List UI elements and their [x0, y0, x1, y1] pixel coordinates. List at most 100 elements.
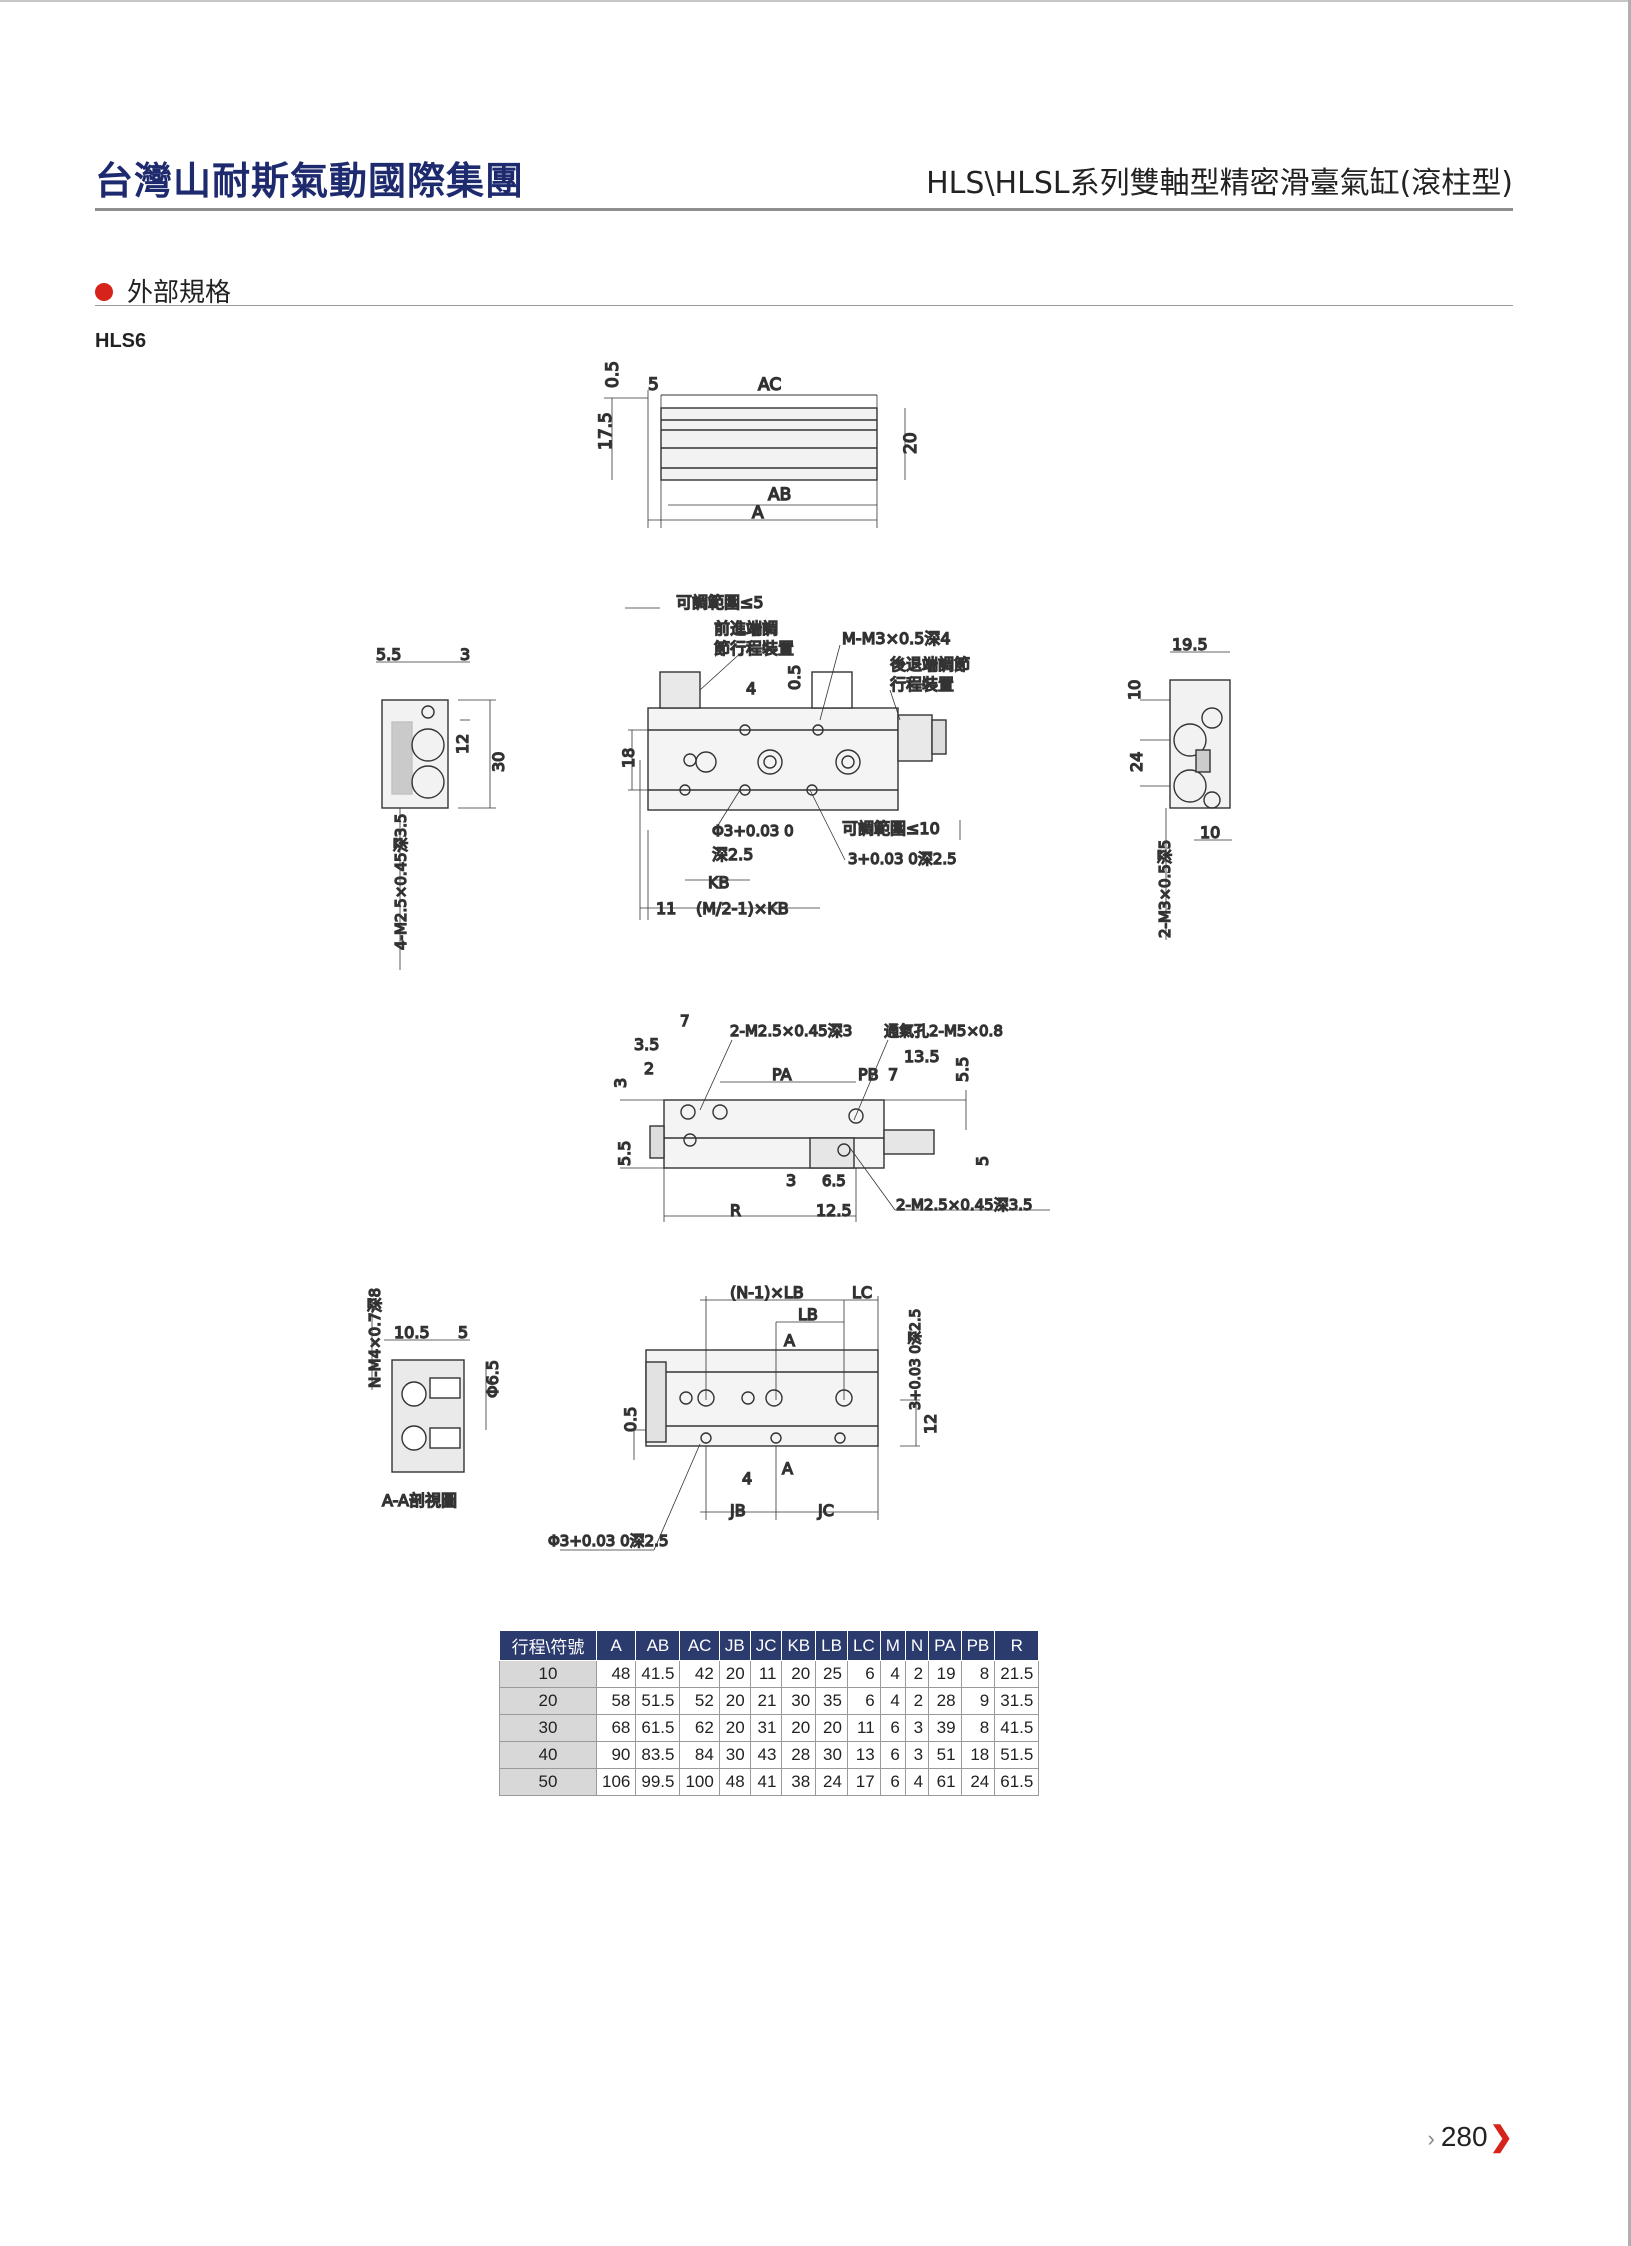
table-cell: 20 — [718, 1687, 751, 1715]
dim-label: 10 — [1125, 680, 1144, 700]
table-cell: 48 — [595, 1660, 637, 1688]
table-cell: 61.5 — [635, 1714, 681, 1742]
table-cell: 6 — [879, 1714, 906, 1742]
dim-label: 17.5 — [596, 412, 616, 450]
table-cell: 25 — [815, 1660, 848, 1688]
dim-label: M-M3×0.5深4 — [842, 629, 951, 648]
table-header: LB — [815, 1630, 848, 1661]
page-top-border — [0, 0, 1631, 2]
dim-label: 6.5 — [822, 1172, 846, 1190]
dim-label: 5 — [458, 1323, 468, 1342]
section-heading: 外部規格 — [95, 272, 231, 309]
bottom-view — [620, 1039, 1050, 1222]
table-cell: 38 — [781, 1768, 817, 1796]
dim-label: 3 — [460, 645, 470, 664]
dim-label: 5 — [973, 1156, 992, 1166]
dim-label: 12.5 — [816, 1201, 852, 1220]
table-cell: 99.5 — [635, 1768, 681, 1796]
dim-label: 24 — [1127, 752, 1146, 772]
dim-label: (M/2-1)×KB — [696, 899, 789, 918]
table-cell: 61.5 — [994, 1768, 1040, 1796]
dim-label: 3 — [611, 1078, 630, 1088]
table-cell: 35 — [815, 1687, 848, 1715]
table-cell: 62 — [679, 1714, 720, 1742]
dim-label: 可調範圍≤10 — [842, 819, 940, 838]
table-cell: 6 — [846, 1660, 881, 1688]
table-cell: 2 — [904, 1687, 930, 1715]
table-cell: 31.5 — [994, 1687, 1040, 1715]
dim-label: 30 — [489, 752, 508, 772]
table-cell: 8 — [960, 1714, 996, 1742]
dim-label: LC — [852, 1283, 872, 1302]
table-cell: 90 — [595, 1741, 637, 1769]
page-right-border — [1628, 0, 1631, 2246]
page-header: 台灣山耐斯氣動國際集團 HLS\HLSL系列雙軸型精密滑臺氣缸(滾柱型) — [95, 150, 1513, 214]
table-header-row: 行程\符號 A AB AC JB JC KB LB LC M N PA PB R — [499, 1630, 1040, 1661]
table-cell: 8 — [960, 1660, 996, 1688]
table-cell: 21.5 — [994, 1660, 1040, 1688]
table-header: N — [904, 1630, 930, 1661]
table-header: R — [994, 1630, 1040, 1661]
dim-label: 3 — [786, 1171, 796, 1190]
dim-label: 12 — [921, 1414, 940, 1434]
table-cell: 41.5 — [635, 1660, 681, 1688]
dim-label: 2-M2.5×0.45深3 — [730, 1022, 852, 1040]
table-cell: 4 — [904, 1768, 930, 1796]
dim-label: 節行程裝置 — [714, 639, 794, 658]
table-header: JB — [718, 1630, 751, 1661]
table-cell: 30 — [499, 1714, 597, 1742]
table-cell: 83.5 — [635, 1741, 681, 1769]
table-cell: 6 — [846, 1687, 881, 1715]
table-cell: 30 — [718, 1741, 751, 1769]
dim-label: PA — [772, 1065, 792, 1084]
right-view — [1140, 651, 1232, 940]
chevron-right-icon: ❯ — [1489, 2121, 1513, 2152]
table-cell: 20 — [781, 1660, 817, 1688]
table-cell: 6 — [879, 1741, 906, 1769]
table-cell: 51 — [928, 1741, 962, 1769]
dim-label: 可調範圍≤5 — [676, 593, 764, 612]
page-number: ›280❯ — [1427, 2120, 1513, 2153]
page-number-text: 280 — [1440, 2121, 1488, 2152]
dim-label: 通氣孔2-M5×0.8 — [884, 1022, 1003, 1040]
dim-label: R — [730, 1201, 741, 1220]
dim-label: 2-M2.5×0.45深3.5 — [896, 1196, 1033, 1214]
table-cell: 4 — [879, 1660, 906, 1688]
table-cell: 51.5 — [635, 1687, 681, 1715]
header-divider — [95, 208, 1513, 211]
section-divider — [95, 305, 1513, 306]
table-cell: 41.5 — [994, 1714, 1040, 1742]
table-cell: 28 — [781, 1741, 817, 1769]
dim-label: AB — [768, 485, 791, 505]
series-title: HLS\HLSL系列雙軸型精密滑臺氣缸(滾柱型) — [926, 166, 1513, 201]
dim-label: A — [784, 1331, 795, 1350]
table-cell: 10 — [499, 1660, 597, 1688]
dim-label: AC — [758, 375, 781, 395]
table-cell: 28 — [928, 1687, 962, 1715]
dim-label: Φ3+0.03 0深2.5 — [548, 1532, 668, 1550]
table-cell: 58 — [595, 1687, 637, 1715]
table-cell: 50 — [499, 1768, 597, 1796]
dim-label: N-M4×0.7深8 — [366, 1288, 384, 1388]
table-cell: 30 — [815, 1741, 848, 1769]
table-header: M — [879, 1630, 906, 1661]
table-header: AB — [635, 1630, 681, 1661]
table-cell: 4 — [879, 1687, 906, 1715]
technical-drawing: 0.5 5 AC 17.5 20 AB A — [365, 360, 1232, 1551]
dim-label: 11 — [656, 899, 676, 918]
dim-label: 5.5 — [376, 645, 401, 664]
table-cell: 3 — [904, 1741, 930, 1769]
table-header: A — [595, 1630, 637, 1661]
table-cell: 19 — [928, 1660, 962, 1688]
table-cell: 11 — [846, 1714, 881, 1742]
table-header: PA — [928, 1630, 962, 1661]
table-cell: 100 — [679, 1768, 720, 1796]
table-cell: 106 — [595, 1768, 637, 1796]
dim-label: KB — [708, 873, 729, 892]
dim-label: 10 — [1200, 823, 1220, 842]
dim-label: 4-M2.5×0.45深3.5 — [392, 813, 410, 950]
